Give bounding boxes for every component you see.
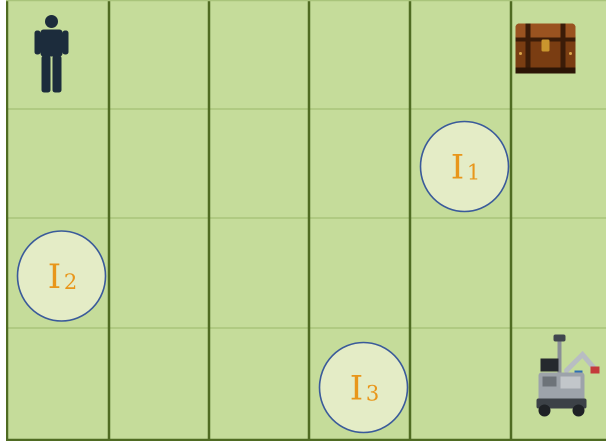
grid-cell-r2-c4 — [410, 218, 511, 328]
grid-cell-r3-c2 — [209, 328, 309, 441]
treasure-chest-icon — [516, 24, 576, 74]
landmark-circle — [18, 231, 106, 321]
grid-cell-r0-c2 — [209, 0, 309, 109]
grid-cell-r2-c1 — [109, 218, 209, 328]
grid-cell-r2-c3 — [309, 218, 410, 328]
landmark-circle — [421, 122, 509, 212]
landmark-circle — [320, 343, 408, 433]
landmark-subscript: 2 — [64, 270, 77, 294]
grid-cell-r3-c4 — [410, 328, 511, 441]
grid-cell-r1-c2 — [209, 109, 309, 218]
grid-cell-r3-c0 — [6, 328, 109, 441]
landmark-subscript: 1 — [467, 161, 480, 185]
grid-cell-r1-c5 — [511, 109, 606, 218]
grid-cell-r2-c5 — [511, 218, 606, 328]
landmark-letter: I — [48, 257, 61, 297]
grid-cell-r0-c3 — [309, 0, 410, 109]
grid-cell-r1-c3 — [309, 109, 410, 218]
grid-cell-r3-c1 — [109, 328, 209, 441]
landmark-letter: I — [451, 148, 464, 188]
landmark-letter: I — [350, 369, 363, 409]
grid-cell-r1-c0 — [6, 109, 109, 218]
grid-cell-r0-c1 — [109, 0, 209, 109]
grid-cell-r1-c1 — [109, 109, 209, 218]
grid-cell-r2-c2 — [209, 218, 309, 328]
landmark-subscript: 3 — [366, 382, 379, 406]
grid-cell-r0-c4 — [410, 0, 511, 109]
